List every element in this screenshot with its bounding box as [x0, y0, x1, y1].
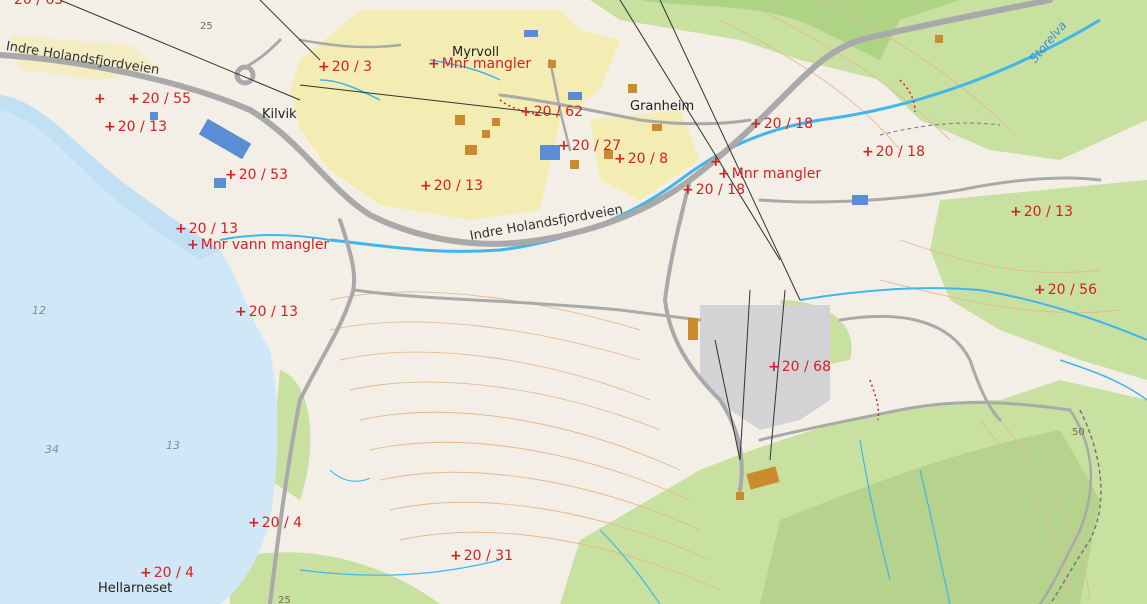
- building: [652, 124, 662, 131]
- road: [1038, 408, 1093, 604]
- main-road: [0, 0, 1053, 247]
- forest-area: [230, 552, 440, 604]
- building: [688, 318, 698, 340]
- parcel-label[interactable]: +20 / 13: [1010, 204, 1073, 220]
- place-label: Granheim: [630, 99, 695, 114]
- parcel-label[interactable]: +Mnr mangler: [428, 56, 532, 72]
- parcel-label[interactable]: +20 / 4: [140, 565, 195, 581]
- sea-shallow: [0, 95, 220, 260]
- building: [465, 145, 477, 155]
- building: [628, 84, 637, 93]
- height-label: 25: [200, 21, 213, 32]
- trail: [869, 379, 880, 421]
- building: [198, 118, 252, 160]
- parcel-label[interactable]: +20 / 27: [558, 138, 621, 154]
- contour-lines: [329, 0, 1121, 601]
- building: [852, 195, 868, 205]
- building: [540, 145, 560, 160]
- parcel-label[interactable]: +Mnr mangler: [718, 166, 822, 182]
- height-label: 50: [1072, 427, 1085, 438]
- parcel-marker-icon[interactable]: +: [94, 91, 106, 107]
- farmland-area: [590, 110, 700, 200]
- parcel-label[interactable]: +20 / 8: [614, 151, 669, 167]
- road: [498, 93, 752, 126]
- parcel-label[interactable]: +Mnr vann mangler: [187, 237, 330, 253]
- parcel-label[interactable]: +20 / 62: [520, 104, 583, 120]
- building: [604, 150, 613, 159]
- height-label: 25: [278, 595, 291, 604]
- place-label: Hellarneset: [98, 581, 173, 596]
- forest-area: [590, 0, 1147, 160]
- railway: [1049, 409, 1102, 604]
- parcel-label[interactable]: +20 / 53: [225, 167, 288, 183]
- parcel-label[interactable]: +20 / 55: [128, 91, 191, 107]
- depth-label: 13: [166, 439, 180, 452]
- power-lines: [59, 0, 801, 461]
- parcel-label[interactable]: +20 / 18: [682, 182, 745, 198]
- parcel-label[interactable]: 20 / 63: [14, 0, 64, 8]
- building: [214, 178, 226, 188]
- parcel-marker-icon[interactable]: +: [710, 154, 722, 170]
- buildings: [150, 30, 943, 500]
- building: [150, 112, 158, 120]
- trail: [499, 99, 541, 116]
- parcel-label[interactable]: +20 / 56: [1034, 282, 1097, 298]
- building: [570, 160, 579, 169]
- forest-area: [930, 180, 1147, 380]
- road: [838, 314, 1002, 422]
- building: [568, 92, 582, 100]
- parcel-label[interactable]: +20 / 68: [768, 359, 831, 375]
- road: [662, 178, 744, 492]
- building: [935, 35, 943, 43]
- building: [746, 466, 780, 490]
- roundabout: [234, 64, 256, 86]
- forest-area: [640, 0, 960, 60]
- building: [455, 115, 465, 125]
- parcel-label[interactable]: +20 / 31: [450, 548, 513, 564]
- sea-area: [0, 95, 278, 604]
- road: [353, 288, 702, 322]
- place-label: Myrvoll: [452, 45, 500, 60]
- road: [298, 38, 402, 49]
- depth-label: 34: [45, 443, 59, 456]
- building: [524, 30, 538, 37]
- rivers: [219, 18, 1147, 604]
- place-label: Kilvik: [262, 107, 297, 122]
- road: [758, 176, 1102, 204]
- parcel-label[interactable]: +20 / 13: [175, 221, 238, 237]
- track: [879, 122, 1001, 136]
- building: [736, 492, 744, 500]
- industrial-area: [700, 305, 830, 430]
- road: [758, 401, 1072, 442]
- parcel-label[interactable]: +20 / 13: [235, 304, 298, 320]
- parcel-label[interactable]: +20 / 3: [318, 59, 373, 75]
- building: [548, 60, 556, 68]
- parcel-label[interactable]: +20 / 13: [104, 119, 167, 135]
- parcel-label[interactable]: +20 / 13: [420, 178, 483, 194]
- forest-area: [760, 430, 1100, 604]
- depth-label: 12: [32, 304, 46, 317]
- road: [548, 58, 572, 152]
- parcel-label[interactable]: +20 / 18: [862, 144, 925, 160]
- building: [482, 130, 490, 138]
- building: [492, 118, 500, 126]
- road: [268, 218, 357, 604]
- parcel-label[interactable]: +20 / 4: [248, 515, 303, 531]
- parcel-label[interactable]: +20 / 18: [750, 116, 813, 132]
